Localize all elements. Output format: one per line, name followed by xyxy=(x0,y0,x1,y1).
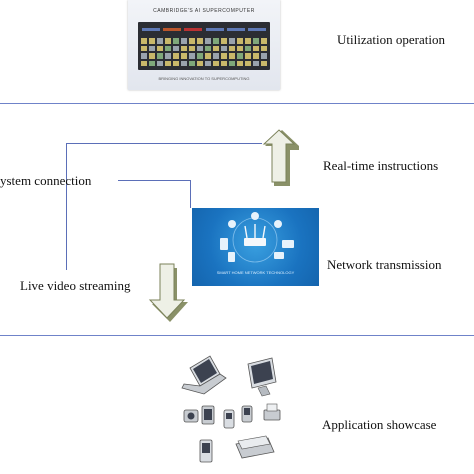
monitor-icon xyxy=(247,357,277,397)
label-live-video-streaming: Live video streaming xyxy=(20,278,131,293)
server-unit xyxy=(157,53,163,59)
server-unit xyxy=(181,38,187,44)
server-units xyxy=(141,38,267,66)
label-network-transmission: Network transmission xyxy=(327,257,442,272)
network-transmission-image: SMART HOME NETWORK TECHNOLOGY xyxy=(192,208,319,286)
server-unit xyxy=(205,60,211,66)
connector-mid-horizontal xyxy=(118,180,191,181)
server-unit xyxy=(181,60,187,66)
server-unit xyxy=(213,53,219,59)
connector-left-vertical xyxy=(66,143,67,270)
server-unit xyxy=(173,60,179,66)
router-network-icon xyxy=(220,212,294,263)
server-unit xyxy=(141,45,147,51)
server-unit xyxy=(205,53,211,59)
server-unit xyxy=(173,53,179,59)
server-unit xyxy=(245,60,251,66)
server-unit xyxy=(141,60,147,66)
laptop-icon xyxy=(181,355,227,395)
supercomputer-image: CAMBRIDGE'S AI SUPERCOMPUTER BRINGING IN… xyxy=(128,0,280,90)
server-unit xyxy=(221,60,227,66)
scanner-icon xyxy=(235,435,275,459)
network-image-footer: SMART HOME NETWORK TECHNOLOGY xyxy=(216,270,295,275)
server-unit xyxy=(213,38,219,44)
camera-icon xyxy=(183,409,199,423)
server-unit xyxy=(141,53,147,59)
server-unit xyxy=(165,38,171,44)
server-unit xyxy=(229,60,235,66)
server-unit xyxy=(149,60,155,66)
label-utilization-operation: Utilization operation xyxy=(337,32,445,47)
server-unit xyxy=(205,38,211,44)
phone-icon xyxy=(223,409,235,429)
server-unit xyxy=(213,60,219,66)
server-unit xyxy=(181,45,187,51)
server-unit xyxy=(189,53,195,59)
supercomputer-image-title: CAMBRIDGE'S AI SUPERCOMPUTER xyxy=(153,8,255,14)
server-unit xyxy=(173,45,179,51)
server-unit xyxy=(213,45,219,51)
server-unit xyxy=(253,53,259,59)
server-unit xyxy=(197,53,203,59)
server-unit xyxy=(245,38,251,44)
server-unit xyxy=(237,38,243,44)
server-unit xyxy=(149,45,155,51)
label-system-connection: ystem connection xyxy=(0,173,92,188)
server-unit xyxy=(229,45,235,51)
server-unit xyxy=(197,60,203,66)
down-arrow-icon xyxy=(148,263,188,322)
server-unit xyxy=(261,53,267,59)
server-unit xyxy=(261,60,267,66)
label-real-time-instructions: Real-time instructions xyxy=(323,158,439,173)
server-unit xyxy=(197,45,203,51)
server-unit xyxy=(189,38,195,44)
server-unit xyxy=(165,60,171,66)
server-unit xyxy=(157,38,163,44)
server-unit xyxy=(237,45,243,51)
server-unit xyxy=(165,53,171,59)
server-unit xyxy=(165,45,171,51)
label-application-showcase: Application showcase xyxy=(322,417,437,432)
server-unit xyxy=(245,53,251,59)
server-unit xyxy=(245,45,251,51)
server-unit xyxy=(221,45,227,51)
up-arrow-icon xyxy=(262,129,299,186)
server-unit xyxy=(229,53,235,59)
server-unit xyxy=(253,38,259,44)
server-unit xyxy=(229,38,235,44)
server-unit xyxy=(261,45,267,51)
tablet-icon xyxy=(201,405,215,425)
server-unit xyxy=(253,45,259,51)
server-unit xyxy=(261,38,267,44)
server-unit xyxy=(189,60,195,66)
partner-logos xyxy=(142,28,266,33)
connector-mid-vertical xyxy=(190,180,191,208)
server-unit xyxy=(205,45,211,51)
server-unit xyxy=(221,53,227,59)
server-unit xyxy=(197,38,203,44)
server-unit xyxy=(141,38,147,44)
server-unit xyxy=(221,38,227,44)
server-unit xyxy=(149,53,155,59)
connector-top-horizontal xyxy=(66,143,262,144)
server-unit xyxy=(173,38,179,44)
server-unit xyxy=(237,53,243,59)
divider-bottom xyxy=(0,335,474,336)
server-unit xyxy=(157,60,163,66)
server-unit xyxy=(157,45,163,51)
printer-icon xyxy=(263,403,281,421)
devices-illustration xyxy=(181,355,281,463)
pda-icon xyxy=(199,439,213,463)
server-unit xyxy=(181,53,187,59)
supercomputer-image-footer: BRINGING INNOVATION TO SUPERCOMPUTING xyxy=(158,76,250,81)
server-unit xyxy=(253,60,259,66)
server-unit xyxy=(189,45,195,51)
server-unit xyxy=(149,38,155,44)
divider-top xyxy=(0,103,474,104)
server-unit xyxy=(237,60,243,66)
mobile-device-icon xyxy=(241,405,253,423)
